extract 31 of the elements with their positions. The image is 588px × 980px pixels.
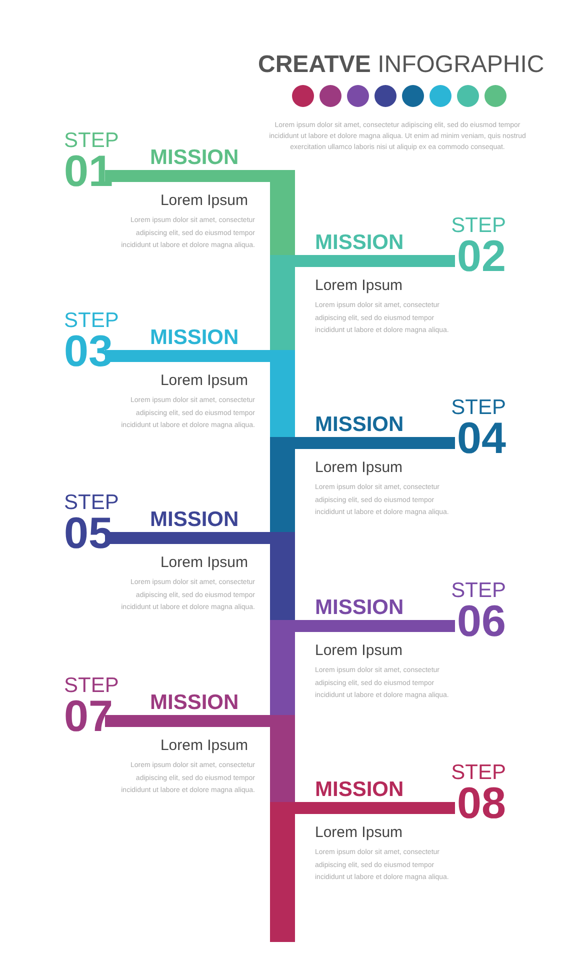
step-number: 08	[457, 782, 506, 826]
mission-label: MISSION	[315, 414, 404, 436]
step-number: 04	[457, 417, 506, 461]
mission-label: MISSION	[150, 147, 239, 169]
step-label: STEP	[451, 762, 506, 784]
step-label: STEP	[64, 130, 119, 152]
mission-label: MISSION	[315, 232, 404, 254]
step-heading: Lorem Ipsum	[160, 737, 248, 755]
step-heading: Lorem Ipsum	[315, 277, 403, 295]
step-label: STEP	[64, 675, 119, 697]
step-label: STEP	[64, 310, 119, 332]
title: CREATVE INFOGRAPHIC	[258, 52, 544, 78]
step-heading: Lorem Ipsum	[315, 824, 403, 842]
mission-label: MISSION	[150, 692, 239, 714]
step-number: 07	[64, 695, 113, 739]
step-number: 02	[457, 235, 506, 279]
step-number: 01	[64, 150, 113, 194]
step-label: STEP	[451, 580, 506, 602]
step-heading: Lorem Ipsum	[160, 372, 248, 390]
mission-label: MISSION	[150, 509, 239, 531]
step-label: STEP	[451, 397, 506, 419]
mission-label: MISSION	[315, 779, 404, 801]
step-heading: Lorem Ipsum	[160, 554, 248, 572]
step-label: STEP	[64, 492, 119, 514]
step-number: 06	[457, 600, 506, 644]
step-heading: Lorem Ipsum	[160, 192, 248, 210]
step-heading: Lorem Ipsum	[315, 459, 403, 477]
step-heading: Lorem Ipsum	[315, 642, 403, 660]
mission-label: MISSION	[315, 597, 404, 619]
step-label: STEP	[451, 215, 506, 237]
mission-label: MISSION	[150, 327, 239, 349]
